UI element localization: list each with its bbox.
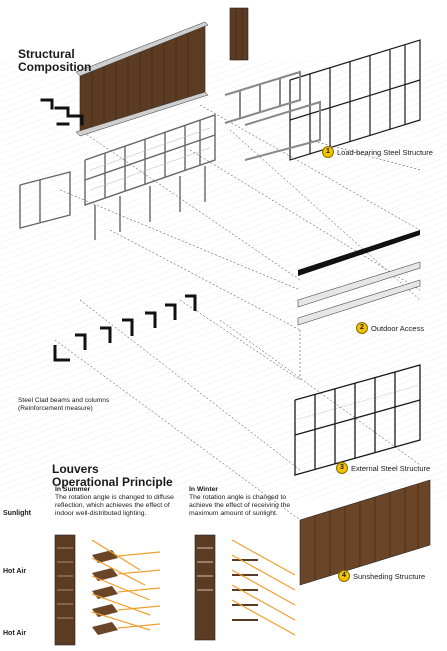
component-number-badge: 1 xyxy=(322,146,334,158)
side-label-hot-air-1: Hot Air xyxy=(3,568,27,575)
section-title-structural: Structural Composition xyxy=(18,48,91,74)
component-number-badge: 3 xyxy=(336,462,348,474)
component-label-2: 2 Outdoor Access xyxy=(356,322,424,334)
side-label-sunlight: Sunlight xyxy=(3,510,31,517)
reinforcement-line-2: (Reinforcement measure) xyxy=(18,405,93,412)
winter-description: In Winter The rotation angle is changed … xyxy=(189,486,304,518)
component-number-badge: 2 xyxy=(356,322,368,334)
component-label-1: 1 Load-bearing Steel Structure xyxy=(322,146,433,158)
section-title-louvers: Louvers Operational Principle xyxy=(52,463,173,489)
title-line-2: Operational Principle xyxy=(52,475,173,489)
component-label-3: 3 External Steel Structure xyxy=(336,462,430,474)
component-label-text: Load-bearing Steel Structure xyxy=(337,147,433,157)
winter-text: The rotation angle is changed to achieve… xyxy=(189,494,291,517)
component-number-badge: 4 xyxy=(338,570,350,582)
summer-text: The rotation angle is changed to diffuse… xyxy=(55,494,174,517)
component-label-text: Sunsheding Structure xyxy=(353,571,426,581)
component-label-text: External Steel Structure xyxy=(351,463,431,473)
title-line-1: Louvers xyxy=(52,462,99,476)
reinforcement-line-1: Steel Clad beams and columns xyxy=(18,397,110,404)
title-line-1: Structural xyxy=(18,47,75,61)
summer-heading: In Summer xyxy=(55,486,91,493)
title-line-2: Composition xyxy=(18,60,92,74)
side-label-hot-air-2: Hot Air xyxy=(3,630,27,637)
component-label-4: 4 Sunsheding Structure xyxy=(338,570,425,582)
winter-heading: In Winter xyxy=(189,486,219,493)
component-label-text: Outdoor Access xyxy=(371,323,424,333)
reinforcement-label: Steel Clad beams and columns (Reinforcem… xyxy=(18,397,109,413)
summer-description: In Summer The rotation angle is changed … xyxy=(55,486,175,518)
